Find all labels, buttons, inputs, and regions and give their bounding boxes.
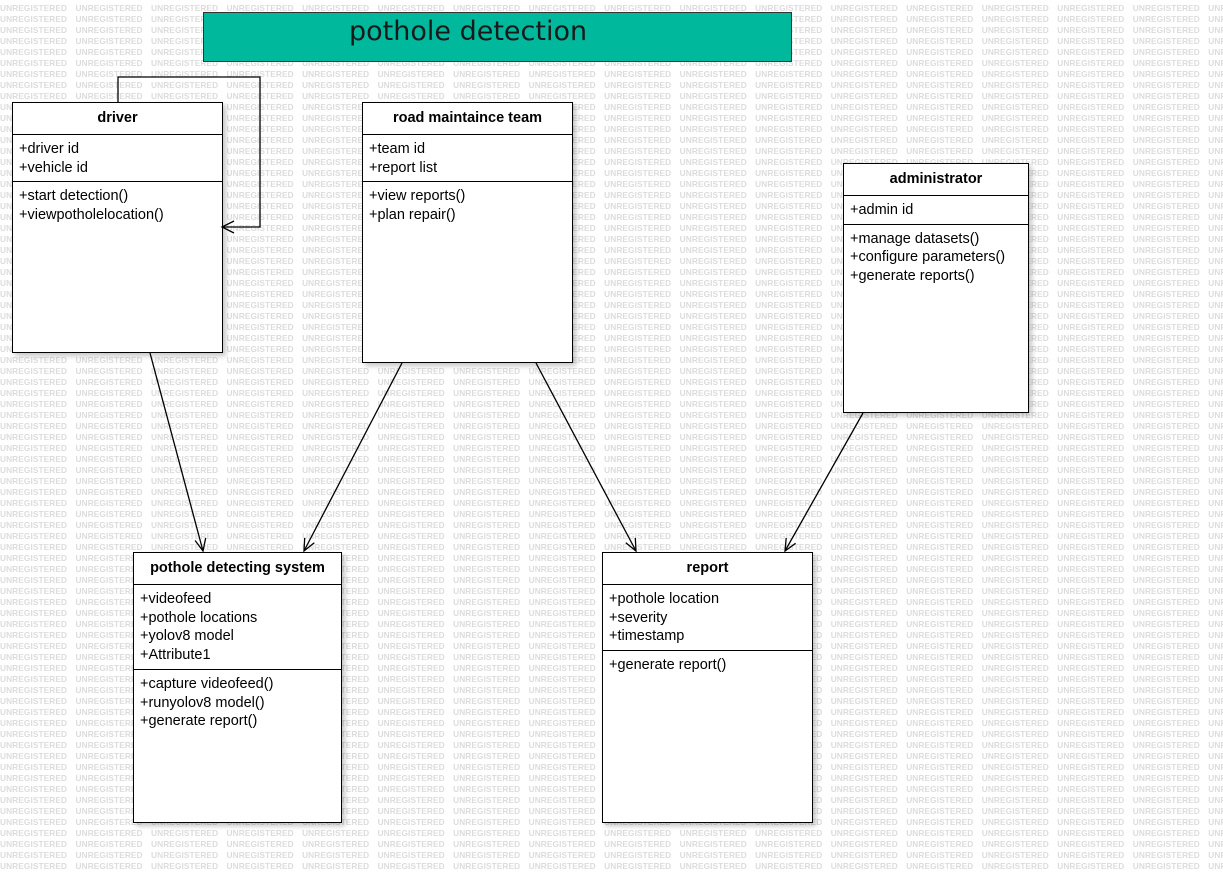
- title-banner: pothole detection: [203, 12, 792, 62]
- association-self-driver[interactable]: [117, 76, 261, 234]
- class-road-maintenance-team[interactable]: road maintaince team +team id +report li…: [362, 102, 573, 363]
- class-name: administrator: [844, 164, 1028, 196]
- class-name: pothole detecting system: [134, 553, 341, 585]
- attribute: +admin id: [850, 202, 914, 218]
- class-name: road maintaince team: [363, 103, 572, 135]
- operation-list: +manage datasets() +configure parameters…: [844, 225, 1028, 290]
- class-name: report: [603, 553, 812, 585]
- operation-list: +view reports() +plan repair(): [363, 182, 572, 228]
- attribute-list: +videofeed +pothole locations +yolov8 mo…: [134, 585, 341, 670]
- operation: +view reports(): [369, 188, 466, 205]
- operation-list: +generate report(): [603, 651, 812, 679]
- association-administrator-to-report[interactable]: [784, 412, 864, 553]
- association-team-to-report[interactable]: [535, 362, 637, 553]
- class-report[interactable]: report +pothole location +severity +time…: [602, 552, 813, 823]
- attribute-list: +driver id +vehicle id: [13, 135, 222, 183]
- operation: +configure parameters(): [850, 249, 1006, 266]
- attribute-list: +admin id: [844, 196, 1028, 225]
- attribute: +pothole locations: [140, 609, 258, 626]
- attribute: +Attribute1: [140, 647, 211, 664]
- attribute: +report list: [369, 159, 438, 176]
- attribute: +pothole location: [609, 591, 720, 607]
- attribute: +yolov8 model: [140, 628, 234, 645]
- operation: +generate reports(): [850, 268, 975, 285]
- operation: +capture videofeed(): [140, 675, 274, 692]
- attribute-list: +team id +report list: [363, 135, 572, 183]
- association-team-to-detecting-system[interactable]: [303, 362, 403, 553]
- operation: +generate report(): [140, 713, 258, 730]
- class-name: driver: [13, 103, 222, 135]
- operation: +runyolov8 model(): [140, 694, 265, 711]
- operation: +start detection(): [19, 188, 129, 205]
- operation-list: +capture videofeed() +runyolov8 model() …: [134, 670, 341, 735]
- class-pothole-detecting-system[interactable]: pothole detecting system +videofeed +pot…: [133, 552, 342, 823]
- operation: +plan repair(): [369, 207, 456, 224]
- operation: +viewpotholelocation(): [19, 207, 164, 224]
- attribute: +severity: [609, 609, 668, 626]
- attribute-list: +pothole location +severity +timestamp: [603, 585, 812, 652]
- attribute: +timestamp: [609, 628, 685, 645]
- operation-list: +start detection() +viewpotholelocation(…: [13, 182, 222, 228]
- diagram-title: pothole detection: [349, 16, 588, 47]
- attribute: +videofeed: [140, 591, 212, 607]
- operation: +generate report(): [609, 657, 727, 674]
- attribute: +vehicle id: [19, 159, 88, 176]
- association-driver-to-detecting-system[interactable]: [149, 352, 207, 553]
- operation: +manage datasets(): [850, 230, 980, 247]
- class-administrator[interactable]: administrator +admin id +manage datasets…: [843, 163, 1029, 413]
- attribute: +driver id: [19, 141, 80, 157]
- attribute: +team id: [369, 141, 426, 157]
- class-driver[interactable]: driver +driver id +vehicle id +start det…: [12, 102, 223, 353]
